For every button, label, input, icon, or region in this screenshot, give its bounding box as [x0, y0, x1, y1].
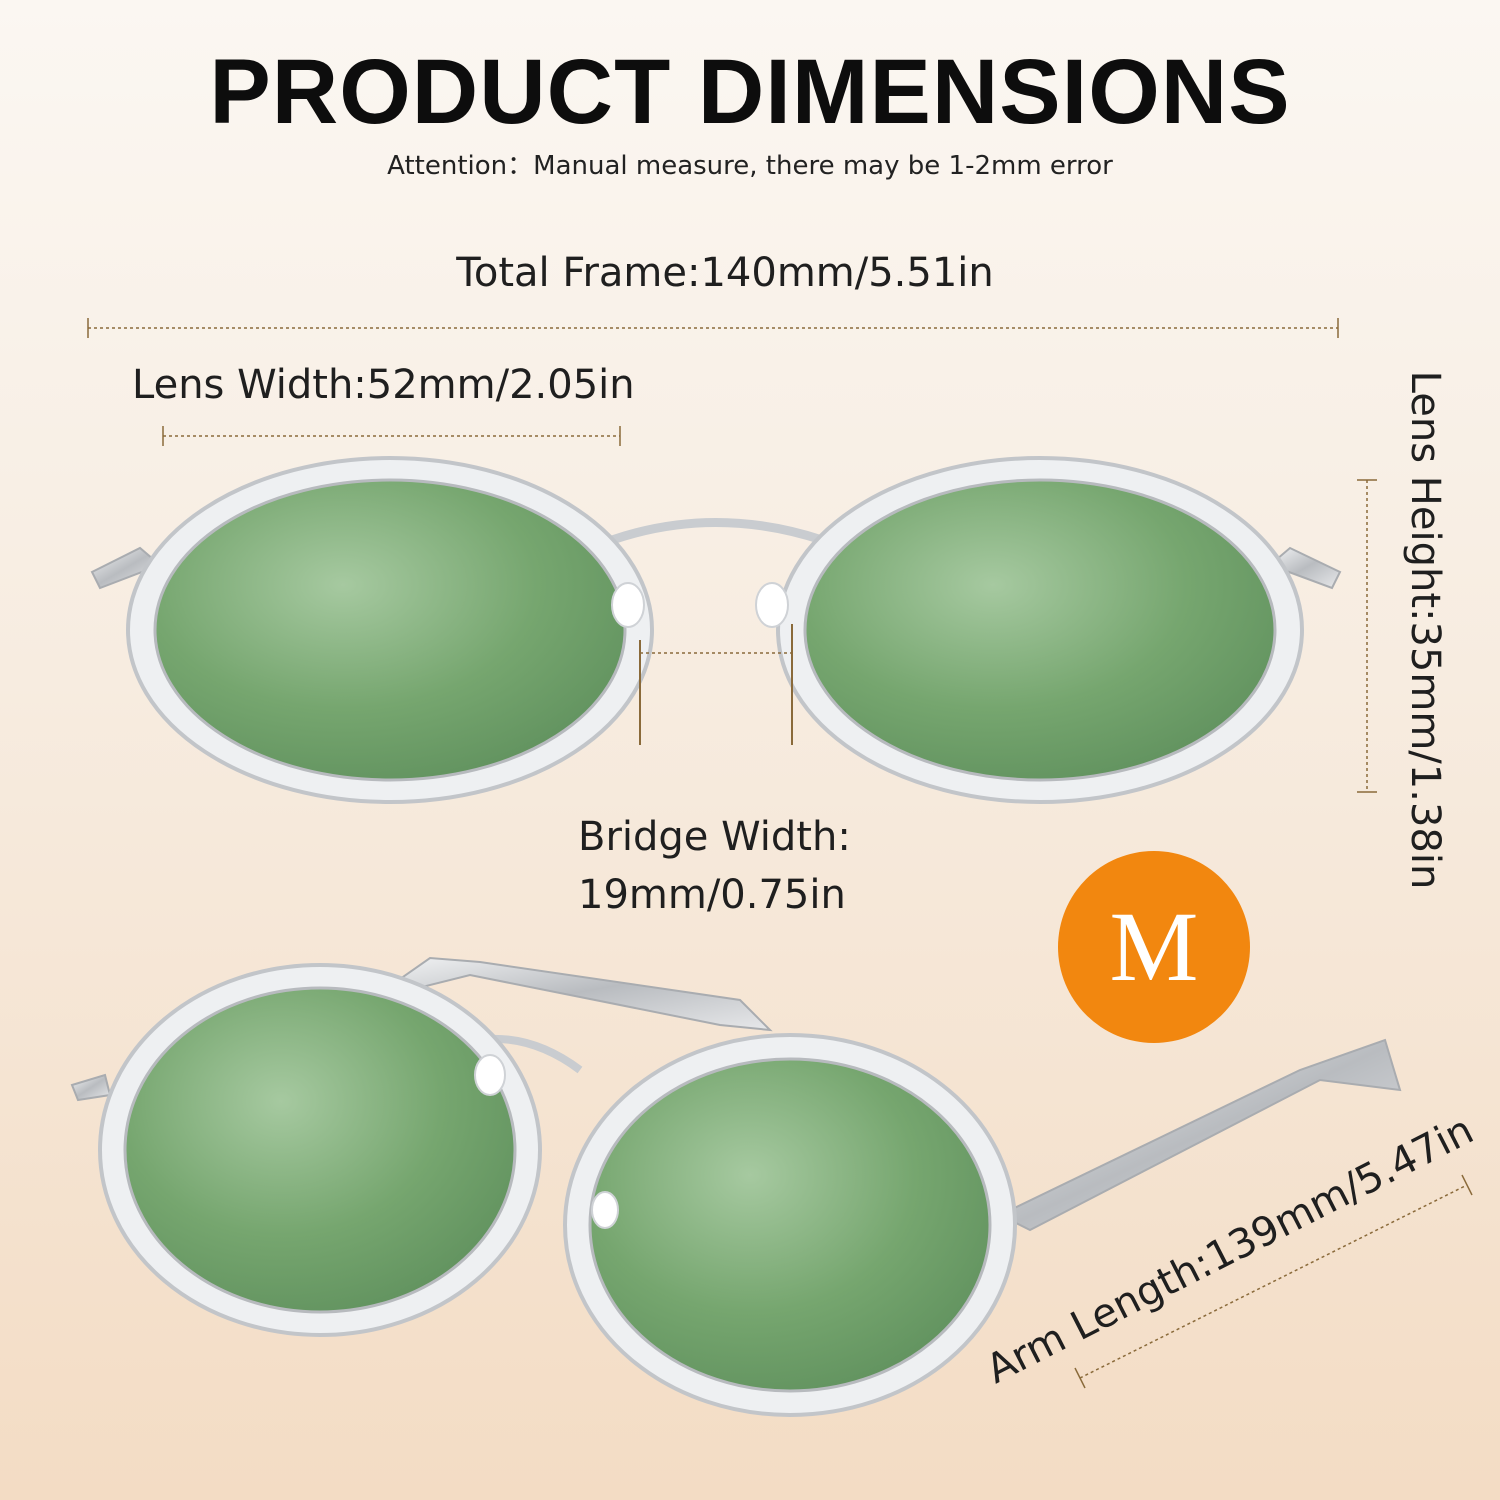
bridge-width-title: Bridge Width: [578, 814, 851, 860]
lens-height-label: Lens Height:35mm/1.38in [1402, 370, 1448, 890]
page-title: PRODUCT DIMENSIONS [209, 41, 1291, 143]
lens-height-dimension-line [1357, 479, 1377, 793]
arm-length-dimension-line [1074, 1174, 1473, 1389]
front-view-glasses [90, 456, 1342, 804]
lens-width-dimension-line [162, 426, 621, 446]
bridge-width-dimension-line [639, 624, 793, 745]
lens-width-label: Lens Width:52mm/2.05in [132, 362, 635, 408]
total-frame-label: Total Frame:140mm/5.51in [456, 250, 994, 296]
bridge-width-label: Bridge Width: 19mm/0.75in [578, 808, 851, 924]
bridge-width-value: 19mm/0.75in [578, 872, 846, 918]
size-badge: M [1058, 851, 1250, 1043]
angled-view-glasses [70, 956, 1402, 1417]
attention-note: Attention：Manual measure, there may be 1… [387, 151, 1113, 181]
total-frame-dimension-line [87, 318, 1339, 338]
